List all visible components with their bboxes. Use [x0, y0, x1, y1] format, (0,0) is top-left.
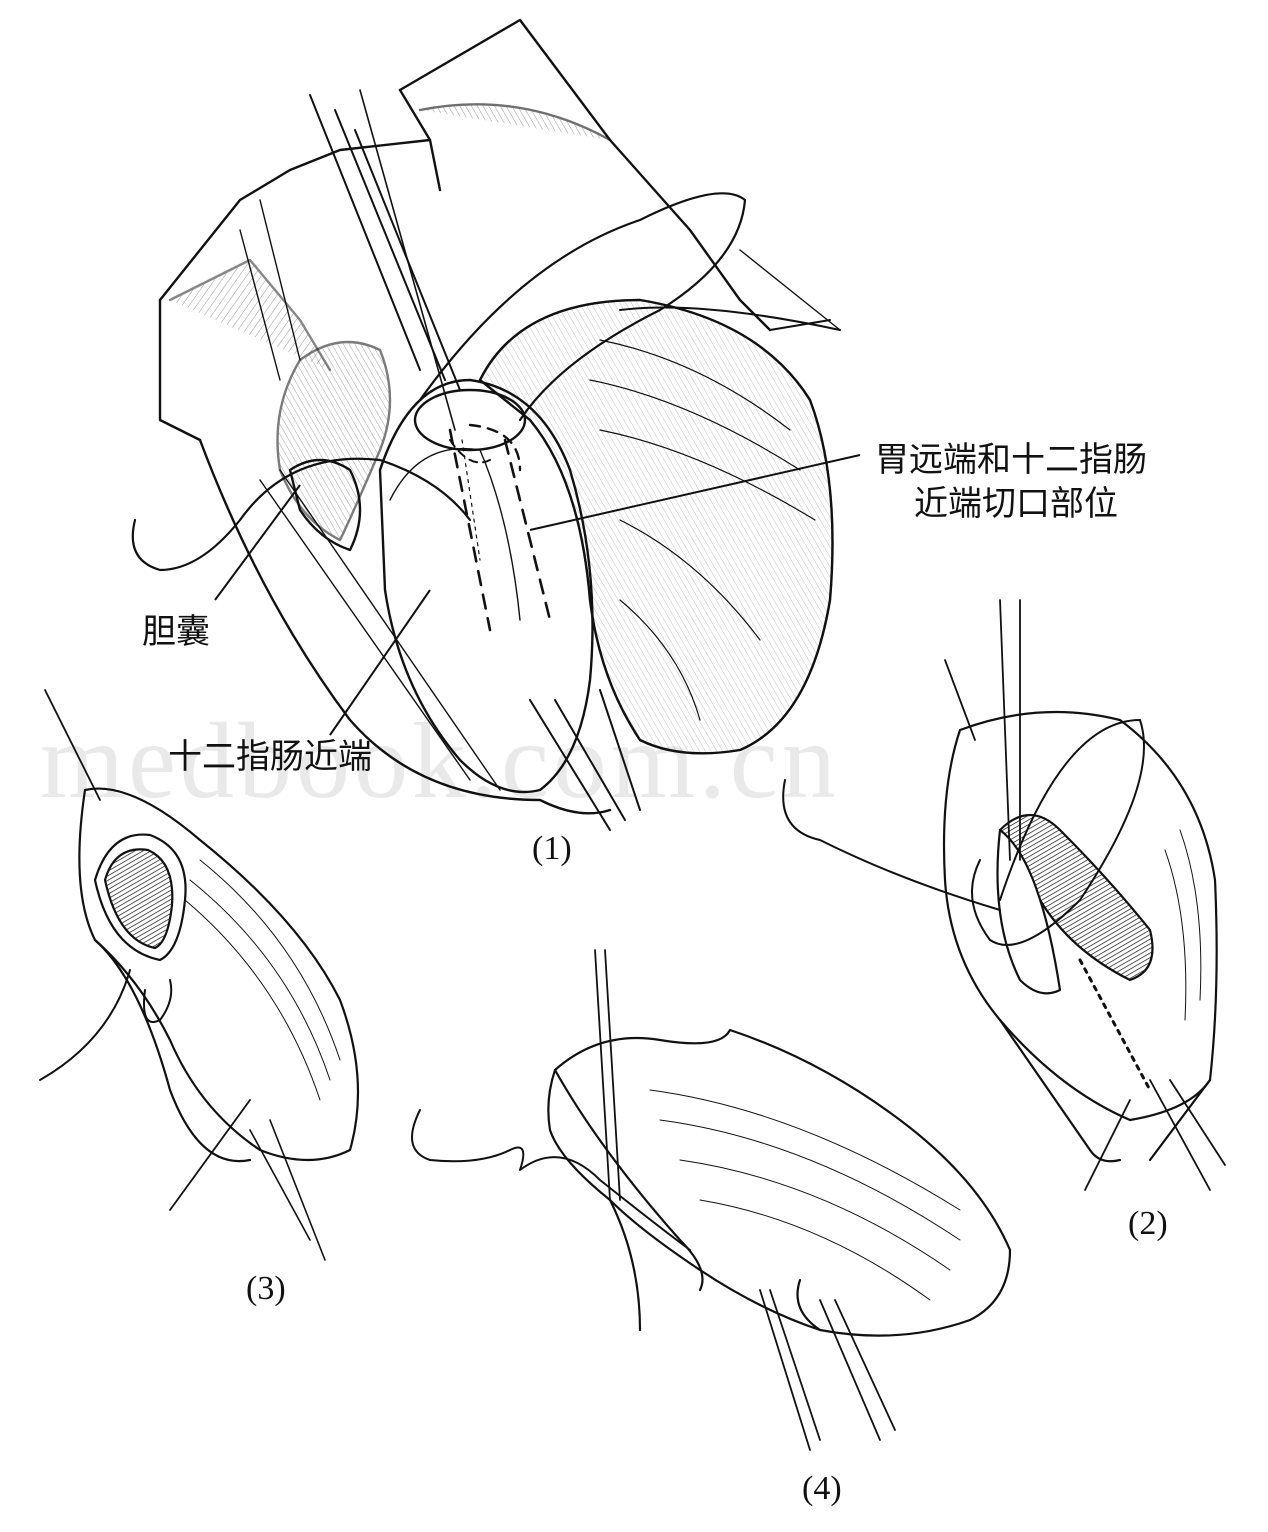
- label-incision-site-line1: 胃远端和十二指肠: [875, 440, 1147, 480]
- panel-1-leaders: [214, 454, 861, 736]
- panel-4-drawing: [411, 949, 1012, 1451]
- panel-2-drawing: [782, 599, 1226, 1191]
- panel-label-2: (2): [1128, 1205, 1168, 1242]
- panel-label-4: (4): [802, 1470, 842, 1507]
- panel-label-1: (1): [532, 830, 572, 867]
- panel-label-3: (3): [246, 1270, 286, 1307]
- label-incision-site-line2: 近端切口部位: [914, 484, 1118, 524]
- panel-1-drawing: [131, 18, 841, 831]
- panel-3-drawing: [39, 689, 360, 1261]
- label-gallbladder: 胆囊: [142, 612, 210, 652]
- label-duodenum-proximal: 十二指肠近端: [168, 737, 372, 777]
